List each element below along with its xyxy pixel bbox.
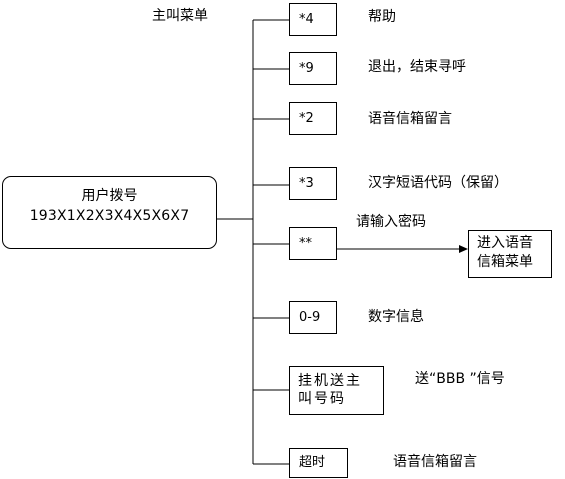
menu-title: 主叫菜单 — [152, 8, 208, 24]
code-box-hangup: 挂机送主叫号码 — [289, 366, 384, 415]
desc-digits: 数字信息 — [368, 309, 424, 325]
desc-help: 帮助 — [368, 9, 396, 25]
arrow-head — [459, 245, 468, 253]
code-box-password: ** — [289, 227, 337, 260]
desc-timeout: 语音信箱留言 — [393, 454, 477, 470]
desc-phrase: 汉字短语代码（保留） — [368, 175, 508, 191]
code-box-phrase: *3 — [289, 167, 337, 200]
code-box-voicemail: *2 — [289, 102, 337, 135]
start-dial-number: 193X1X2X3X4X5X6X7 — [29, 208, 190, 224]
desc-voicemail: 语音信箱留言 — [368, 111, 452, 127]
code-box-exit: *9 — [289, 52, 337, 85]
code-box-help: *4 — [289, 3, 337, 36]
desc-exit: 退出，结束寻呼 — [368, 59, 466, 75]
desc-password: 请输入密码 — [356, 214, 426, 230]
desc-hangup: 送“BBB ”信号 — [415, 371, 505, 387]
voicemail-menu-box: 进入语音信箱菜单 — [468, 230, 552, 278]
code-box-timeout: 超时 — [289, 448, 348, 478]
start-label: 用户拨号 — [81, 188, 138, 204]
start-box: 用户拨号 193X1X2X3X4X5X6X7 — [2, 176, 217, 249]
code-box-digits: 0-9 — [289, 301, 337, 334]
